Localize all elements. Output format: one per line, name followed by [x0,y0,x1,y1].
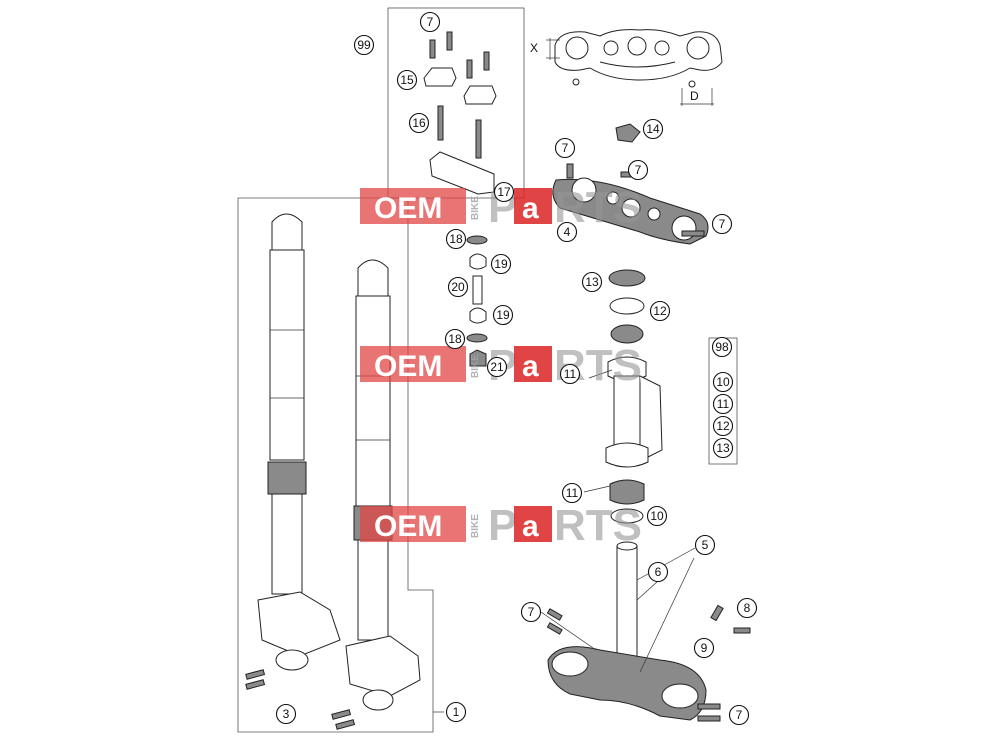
svg-text:10: 10 [650,509,664,523]
svg-text:5: 5 [702,538,709,552]
callout-4: 4 [556,221,578,243]
svg-text:13: 13 [716,441,730,455]
callout-7: 7 [711,213,733,235]
svg-text:9: 9 [701,641,708,655]
svg-text:3: 3 [283,707,290,721]
svg-text:a: a [522,350,539,383]
callout-21: 21 [486,356,508,378]
svg-text:OEM: OEM [374,192,442,225]
svg-text:BIKE: BIKE [470,354,481,378]
callout-12: 12 [649,300,671,322]
damper-bushing-stack [466,235,488,367]
kit-item-11: 11 [712,393,734,415]
callout-11: 11 [559,363,581,385]
callout-19: 19 [492,304,514,326]
callout-17: 17 [493,181,515,203]
callout-7: 7 [419,11,441,33]
svg-text:10: 10 [716,375,730,389]
svg-text:7: 7 [528,605,535,619]
svg-text:a: a [522,192,539,225]
svg-text:98: 98 [715,340,729,354]
callout-7: 7 [728,704,750,726]
callout-3: 3 [275,703,297,725]
callout-18: 18 [444,328,466,350]
svg-text:6: 6 [655,565,662,579]
handlebar-clamp-parts [423,31,497,195]
svg-text:16: 16 [412,116,426,130]
callout-99: 99 [353,34,375,56]
callout-18: 18 [445,228,467,250]
svg-text:11: 11 [566,486,579,500]
svg-text:OEM: OEM [374,510,442,543]
svg-text:RTS: RTS [554,501,642,550]
kit-item-13: 13 [712,437,734,459]
svg-text:99: 99 [357,38,371,52]
upper-triple-clamp-top-view [546,29,723,106]
left-fork-leg [245,213,341,690]
callout-7: 7 [554,137,576,159]
callout-11: 11 [561,482,583,504]
svg-text:15: 15 [400,73,414,87]
fork-assembly-frame [237,197,434,733]
callout-10: 10 [646,505,668,527]
svg-text:13: 13 [585,275,599,289]
svg-text:19: 19 [496,308,510,322]
svg-text:7: 7 [736,708,743,722]
svg-text:12: 12 [716,419,730,433]
callout-19: 19 [490,253,512,275]
callout-16: 16 [408,112,430,134]
svg-text:7: 7 [427,15,434,29]
kit-item-12: 12 [712,415,734,437]
svg-text:11: 11 [564,367,577,381]
callout-13: 13 [581,271,603,293]
svg-text:8: 8 [744,601,751,615]
callout-8: 8 [736,597,758,619]
svg-text:12: 12 [653,304,667,318]
callout-5: 5 [694,534,716,556]
callout-15: 15 [396,69,418,91]
dimension-x-label: X [530,41,538,55]
svg-text:17: 17 [497,185,511,199]
callout-14: 14 [642,118,664,140]
svg-text:OEM: OEM [374,350,442,383]
svg-text:4: 4 [564,225,571,239]
svg-text:18: 18 [449,232,463,246]
kit-item-10: 10 [712,371,734,393]
watermark-middle: OEM BIKE P a RTS [360,341,642,390]
svg-text:7: 7 [562,141,569,155]
svg-text:7: 7 [719,217,726,231]
svg-text:1: 1 [453,705,460,719]
svg-text:a: a [522,510,539,543]
svg-text:21: 21 [490,360,504,374]
svg-text:BIKE: BIKE [470,514,481,538]
svg-text:11: 11 [717,397,730,411]
callout-1: 1 [445,701,467,723]
callout-7: 7 [520,601,542,623]
callout-98: 98 [711,336,733,358]
svg-text:19: 19 [494,257,508,271]
lower-triple-clamp-with-stem [546,541,751,722]
steering-head-bearings [605,269,663,524]
svg-text:P: P [488,501,517,550]
watermark-bottom: OEM BIKE P a RTS [360,501,642,550]
svg-text:BIKE: BIKE [470,196,481,220]
dimension-d-label: D [690,89,699,103]
upper-triple-clamp [552,123,709,245]
callout-6: 6 [647,561,669,583]
svg-text:18: 18 [448,332,462,346]
svg-text:20: 20 [451,280,465,294]
callout-20: 20 [447,276,469,298]
callout-7: 7 [627,159,649,181]
callout-9: 9 [693,637,715,659]
right-fork-leg [331,259,421,730]
svg-text:14: 14 [646,122,660,136]
svg-text:7: 7 [635,163,642,177]
